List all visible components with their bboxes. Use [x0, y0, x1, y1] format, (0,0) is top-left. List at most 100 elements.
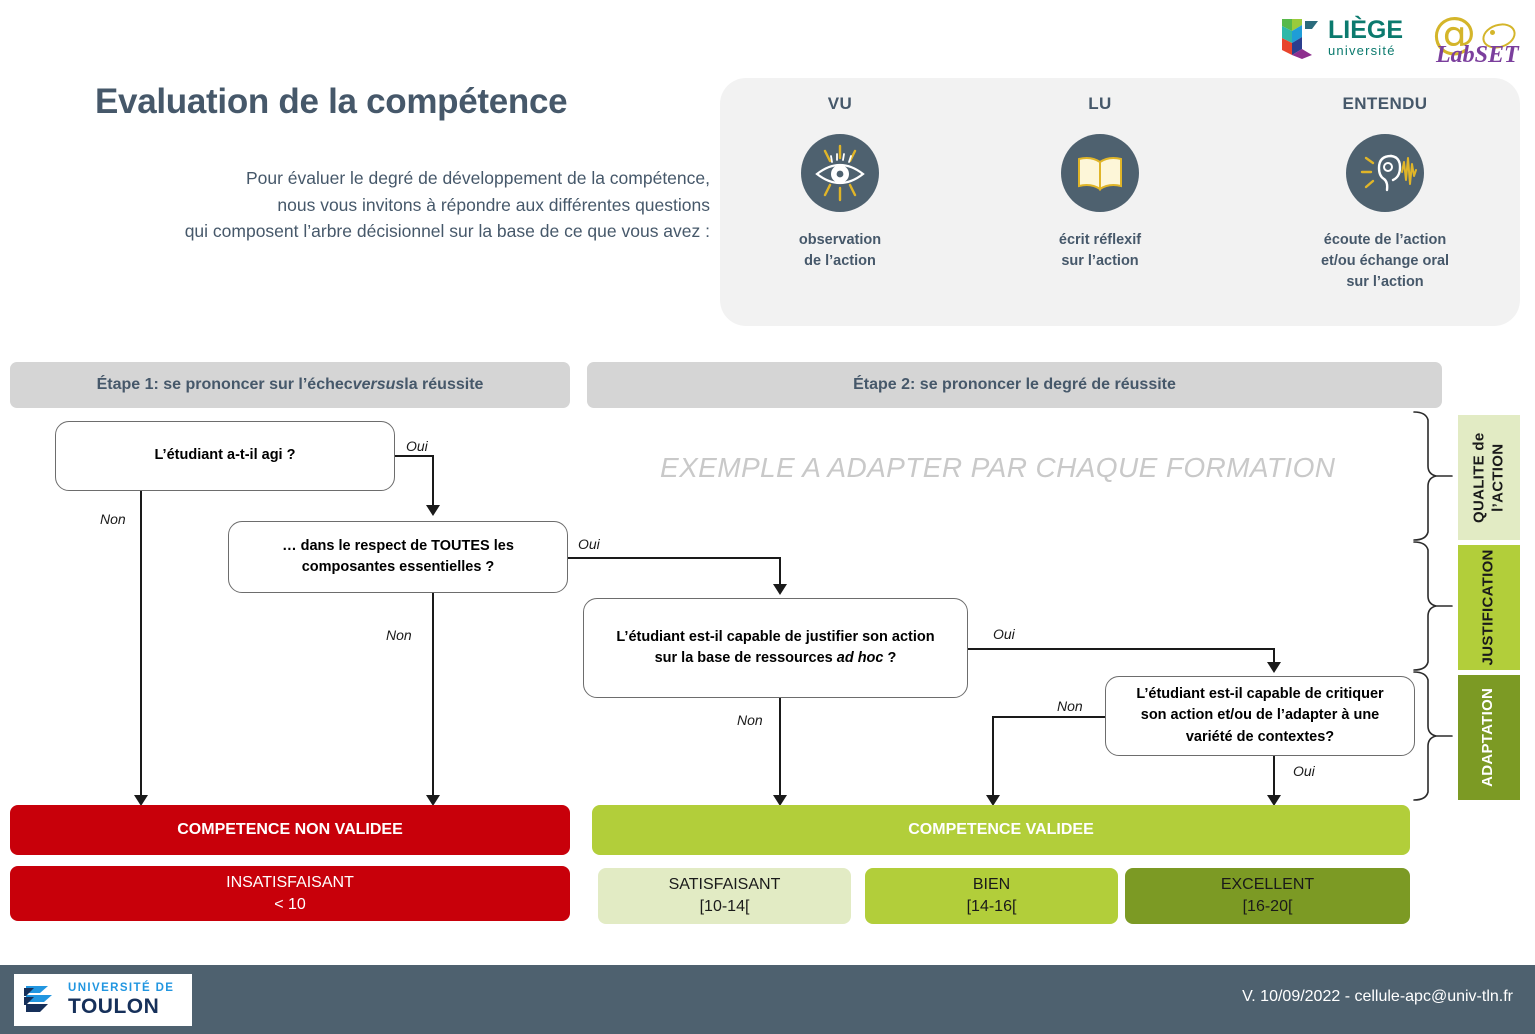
question-box-1[interactable]: L’étudiant a-t-il agi ? — [55, 421, 395, 491]
edge-q2-oui-vertical — [779, 557, 781, 586]
result-bar-satisfaisant: SATISFAISANT [10-14[ — [598, 868, 851, 924]
edge-q3-oui-arrowhead — [1267, 662, 1281, 673]
category-bar-justification: JUSTIFICATION — [1458, 545, 1520, 670]
step-1-label-prefix: Étape 1: se prononcer sur l’échec — [96, 376, 353, 393]
result-excellent-range: [16-20[ — [1242, 898, 1293, 915]
evidence-sub-vu: observation de l’action — [720, 230, 960, 272]
logo-universite-liege: LIÈGE université — [1280, 12, 1425, 62]
evidence-sub-lu: écrit réflexif sur l’action — [980, 230, 1220, 272]
toulon-line2: TOULON — [68, 994, 160, 1018]
step-1-header: Étape 1: se prononcer sur l’échec versus… — [10, 362, 570, 408]
intro-line-1: Pour évaluer le degré de développement d… — [245, 168, 710, 188]
question-3-line2-b: ? — [883, 650, 897, 666]
edge-q4-oui-vertical — [1273, 756, 1275, 797]
result-validee-label: COMPETENCE VALIDEE — [908, 821, 1094, 839]
result-satisfaisant-range: [10-14[ — [699, 898, 750, 915]
result-bar-bien: BIEN [14-16[ — [865, 868, 1118, 924]
edge-q2-non-arrowhead — [426, 795, 440, 806]
evidence-panel: VU — [720, 78, 1520, 326]
question-4-line1: L’étudiant est-il capable de critiquer — [1136, 686, 1384, 703]
category-qualite-line2: l’ACTION — [1489, 443, 1507, 512]
evidence-sub-vu-line2: de l’action — [804, 253, 876, 270]
edge-q4-non-horizontal — [992, 716, 1105, 718]
logo-labset: @ LabSET — [1430, 8, 1530, 70]
edge-q1-non-arrowhead — [134, 795, 148, 806]
evidence-sub-lu-line1: écrit réflexif — [1058, 232, 1142, 248]
result-bar-excellent: EXCELLENT [16-20[ — [1125, 868, 1410, 924]
toulon-logo-mark — [22, 982, 62, 1018]
category-bar-qualite-de-laction: QUALITE de l’ACTION — [1458, 415, 1520, 540]
evidence-title-lu: LU — [1088, 94, 1112, 113]
watermark-note: EXEMPLE A ADAPTER PAR CHAQUE FORMATION — [660, 452, 1336, 483]
question-2-line1: … dans le respect de TOUTES les — [282, 537, 514, 554]
edge-q1-oui-horizontal — [395, 455, 433, 457]
ear-icon — [1346, 134, 1424, 212]
evidence-sub-entendu-line2: et/ou échange oral — [1320, 253, 1450, 270]
intro-line-3: qui composent l’arbre décisionnel sur la… — [184, 221, 710, 242]
edge-q3-non-arrowhead — [773, 795, 787, 806]
question-box-2[interactable]: … dans le respect de TOUTES les composan… — [228, 521, 568, 593]
category-qualite-line1: QUALITE de — [1470, 432, 1488, 523]
at-icon: @ — [1432, 8, 1476, 59]
intro-text: Pour évaluer le degré de développement d… — [60, 165, 710, 245]
category-braces — [1413, 411, 1453, 801]
footer-version-note: V. 10/09/2022 - cellule-apc@univ-tln.fr — [1242, 988, 1513, 1005]
result-excellent-label: EXCELLENT — [1220, 876, 1315, 894]
question-box-3[interactable]: L’étudiant est-il capable de justifier s… — [583, 598, 968, 698]
category-label-qualite: QUALITE de l’ACTION — [1470, 432, 1508, 523]
liege-subtitle: université — [1328, 42, 1396, 58]
result-bar-insatisfaisant: INSATISFAISANT < 10 — [10, 866, 570, 921]
edge-label-q3-non: Non — [737, 712, 763, 728]
edge-q2-oui-arrowhead — [773, 584, 787, 595]
question-3-line1: L’étudiant est-il capable de justifier s… — [616, 628, 935, 645]
edge-q1-oui-vertical — [432, 455, 434, 507]
category-label-justification: JUSTIFICATION — [1479, 549, 1497, 666]
labset-dot-icon — [1490, 30, 1495, 35]
toulon-logo-text: UNIVERSITÉ DE TOULON — [68, 983, 174, 1017]
edge-q4-non-vertical — [992, 716, 994, 797]
evidence-sub-entendu-line3: sur l’action — [1346, 274, 1424, 291]
edge-q2-oui-horizontal — [568, 557, 780, 559]
result-satisfaisant-label: SATISFAISANT — [668, 876, 781, 894]
edge-label-q2-non: Non — [386, 627, 412, 643]
result-bien-range: [14-16[ — [966, 898, 1017, 915]
logo-universite-de-toulon: UNIVERSITÉ DE TOULON — [14, 974, 192, 1026]
liege-logo-mark — [1280, 15, 1322, 59]
footer-bar — [0, 965, 1535, 1034]
question-2-text: … dans le respect de TOUTES les composan… — [282, 536, 514, 578]
intro-line-2: nous vous invitons à répondre aux différ… — [277, 194, 710, 215]
edge-q3-oui-horizontal — [968, 648, 1274, 650]
category-bar-adaptation: ADAPTATION — [1458, 675, 1520, 800]
edge-label-q1-oui: Oui — [406, 438, 428, 454]
edge-label-q2-oui: Oui — [578, 536, 600, 552]
edge-q3-non-vertical — [779, 698, 781, 797]
edge-label-q4-oui: Oui — [1293, 763, 1315, 779]
question-2-line2: composantes essentielles ? — [301, 559, 495, 575]
toulon-line1: UNIVERSITÉ DE — [68, 982, 175, 995]
evidence-sub-vu-line1: observation — [798, 232, 882, 248]
evidence-column-entendu: ENTENDU écoute de l’action et/ou échange… — [1265, 94, 1505, 293]
question-4-line2: son action et/ou de l’adapter à une — [1140, 707, 1380, 724]
liege-logo-text: LIÈGE université — [1328, 15, 1404, 58]
result-bien-label: BIEN — [972, 876, 1011, 894]
evidence-sub-lu-line2: sur l’action — [1061, 253, 1139, 270]
step-1-label-italic: versus — [352, 376, 405, 393]
result-insatisfaisant-range: < 10 — [274, 895, 306, 913]
eye-icon — [801, 134, 879, 212]
question-4-line3: variété de contextes? — [1185, 728, 1335, 745]
liege-name: LIÈGE — [1328, 15, 1404, 44]
evidence-sub-entendu-line1: écoute de l’action — [1323, 232, 1447, 248]
category-label-adaptation: ADAPTATION — [1479, 687, 1497, 788]
edge-label-q1-non: Non — [100, 511, 126, 527]
question-3-line2-italic: ad hoc — [836, 650, 884, 666]
edge-q3-oui-vertical — [1273, 648, 1275, 664]
edge-q1-oui-arrowhead — [426, 505, 440, 516]
question-4-text: L’étudiant est-il capable de critiquer s… — [1136, 684, 1383, 747]
labset-name: LabSET — [1436, 42, 1519, 68]
evidence-column-lu: LU écrit réflexif sur l’action — [980, 94, 1220, 272]
question-3-line2-a: sur la base de ressources — [654, 650, 837, 666]
edge-q4-oui-arrowhead — [1267, 795, 1281, 806]
question-1-text: L’étudiant a-t-il agi ? — [154, 447, 296, 464]
edge-q1-non-vertical — [140, 491, 142, 797]
question-box-4[interactable]: L’étudiant est-il capable de critiquer s… — [1105, 676, 1415, 756]
